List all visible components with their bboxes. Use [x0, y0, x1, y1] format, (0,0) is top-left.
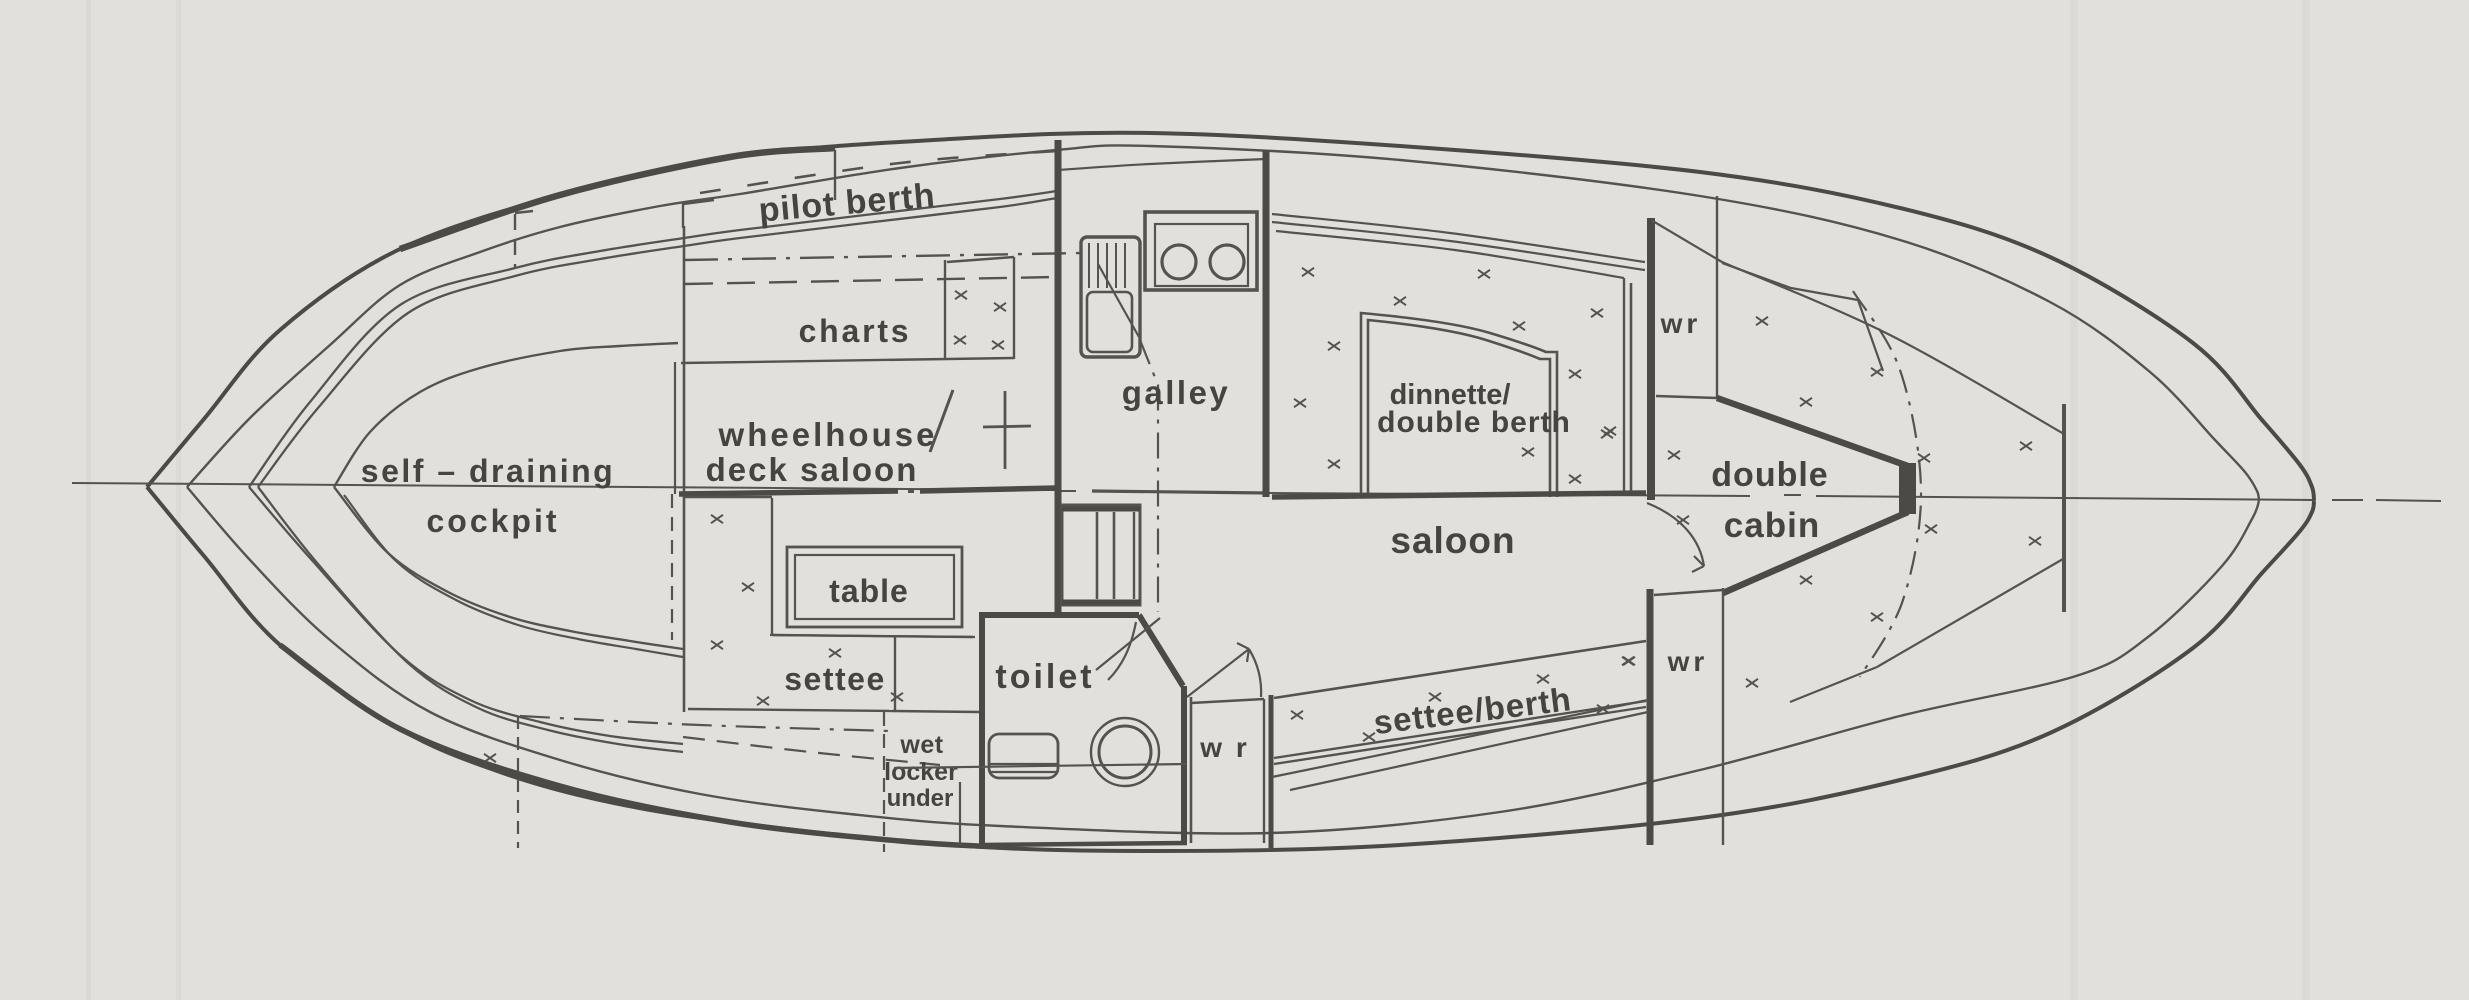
svg-text:toilet: toilet: [995, 658, 1094, 696]
svg-text:wr: wr: [1660, 308, 1702, 339]
svg-text:charts: charts: [799, 313, 912, 349]
svg-text:locker: locker: [884, 758, 958, 786]
svg-text:self – draining: self – draining: [361, 453, 615, 489]
svg-text:deck saloon: deck saloon: [706, 451, 919, 488]
svg-text:w r: w r: [1199, 732, 1249, 763]
svg-text:galley: galley: [1122, 374, 1231, 411]
svg-text:dinnette/: dinnette/: [1390, 379, 1511, 411]
svg-text:wheelhouse: wheelhouse: [718, 416, 938, 453]
svg-text:double berth: double berth: [1377, 406, 1571, 439]
svg-text:cabin: cabin: [1724, 506, 1820, 545]
svg-text:under: under: [887, 785, 954, 812]
svg-text:saloon: saloon: [1390, 520, 1515, 561]
svg-text:wr: wr: [1667, 646, 1709, 677]
svg-text:table: table: [829, 573, 909, 609]
svg-text:settee: settee: [784, 661, 886, 697]
svg-text:cockpit: cockpit: [426, 503, 559, 539]
svg-text:double: double: [1711, 456, 1828, 494]
svg-text:wet: wet: [899, 731, 943, 759]
